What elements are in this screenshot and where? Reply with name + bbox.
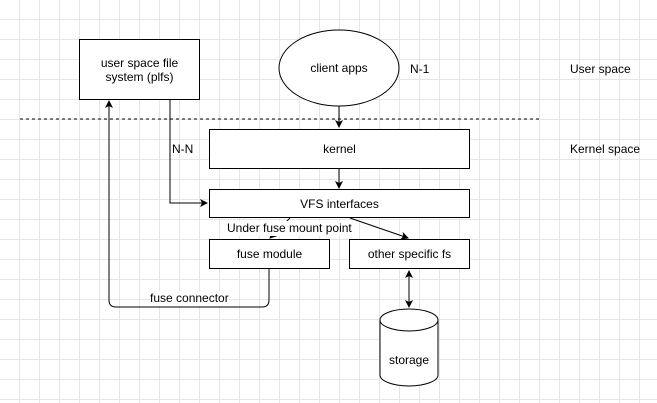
- vfs-interfaces-box: VFS interfaces: [209, 189, 470, 218]
- user-space-label: User space: [570, 62, 631, 76]
- storage-cylinder: [379, 308, 439, 387]
- kernel-label: kernel: [323, 142, 356, 156]
- user-space-file-system-label: user space file system (plfs): [100, 55, 179, 84]
- client-apps-label: client apps: [310, 61, 368, 75]
- storage-label: storage: [388, 353, 430, 367]
- n-to-1-label: N-1: [410, 62, 430, 76]
- vfs-interfaces-label: VFS interfaces: [300, 196, 379, 211]
- kernel-box: kernel: [209, 129, 470, 169]
- edge-vfs-to-otherfs: [349, 217, 409, 240]
- other-specific-fs-box: other specific fs: [349, 239, 470, 269]
- edge-fuse-to-userfs: [105, 100, 270, 308]
- edge-userfs-to-vfs: [169, 99, 208, 207]
- fuse-module-label: fuse module: [236, 247, 303, 261]
- user-space-file-system-box: user space file system (plfs): [79, 39, 200, 100]
- under-fuse-mount-point-label: Under fuse mount point: [227, 221, 352, 236]
- other-specific-fs-label: other specific fs: [367, 247, 452, 261]
- fuse-module-box: fuse module: [209, 239, 330, 269]
- kernel-space-label: Kernel space: [570, 142, 641, 156]
- n-to-n-label: N-N: [172, 142, 194, 156]
- fuse-connector-label: fuse connector: [150, 291, 229, 306]
